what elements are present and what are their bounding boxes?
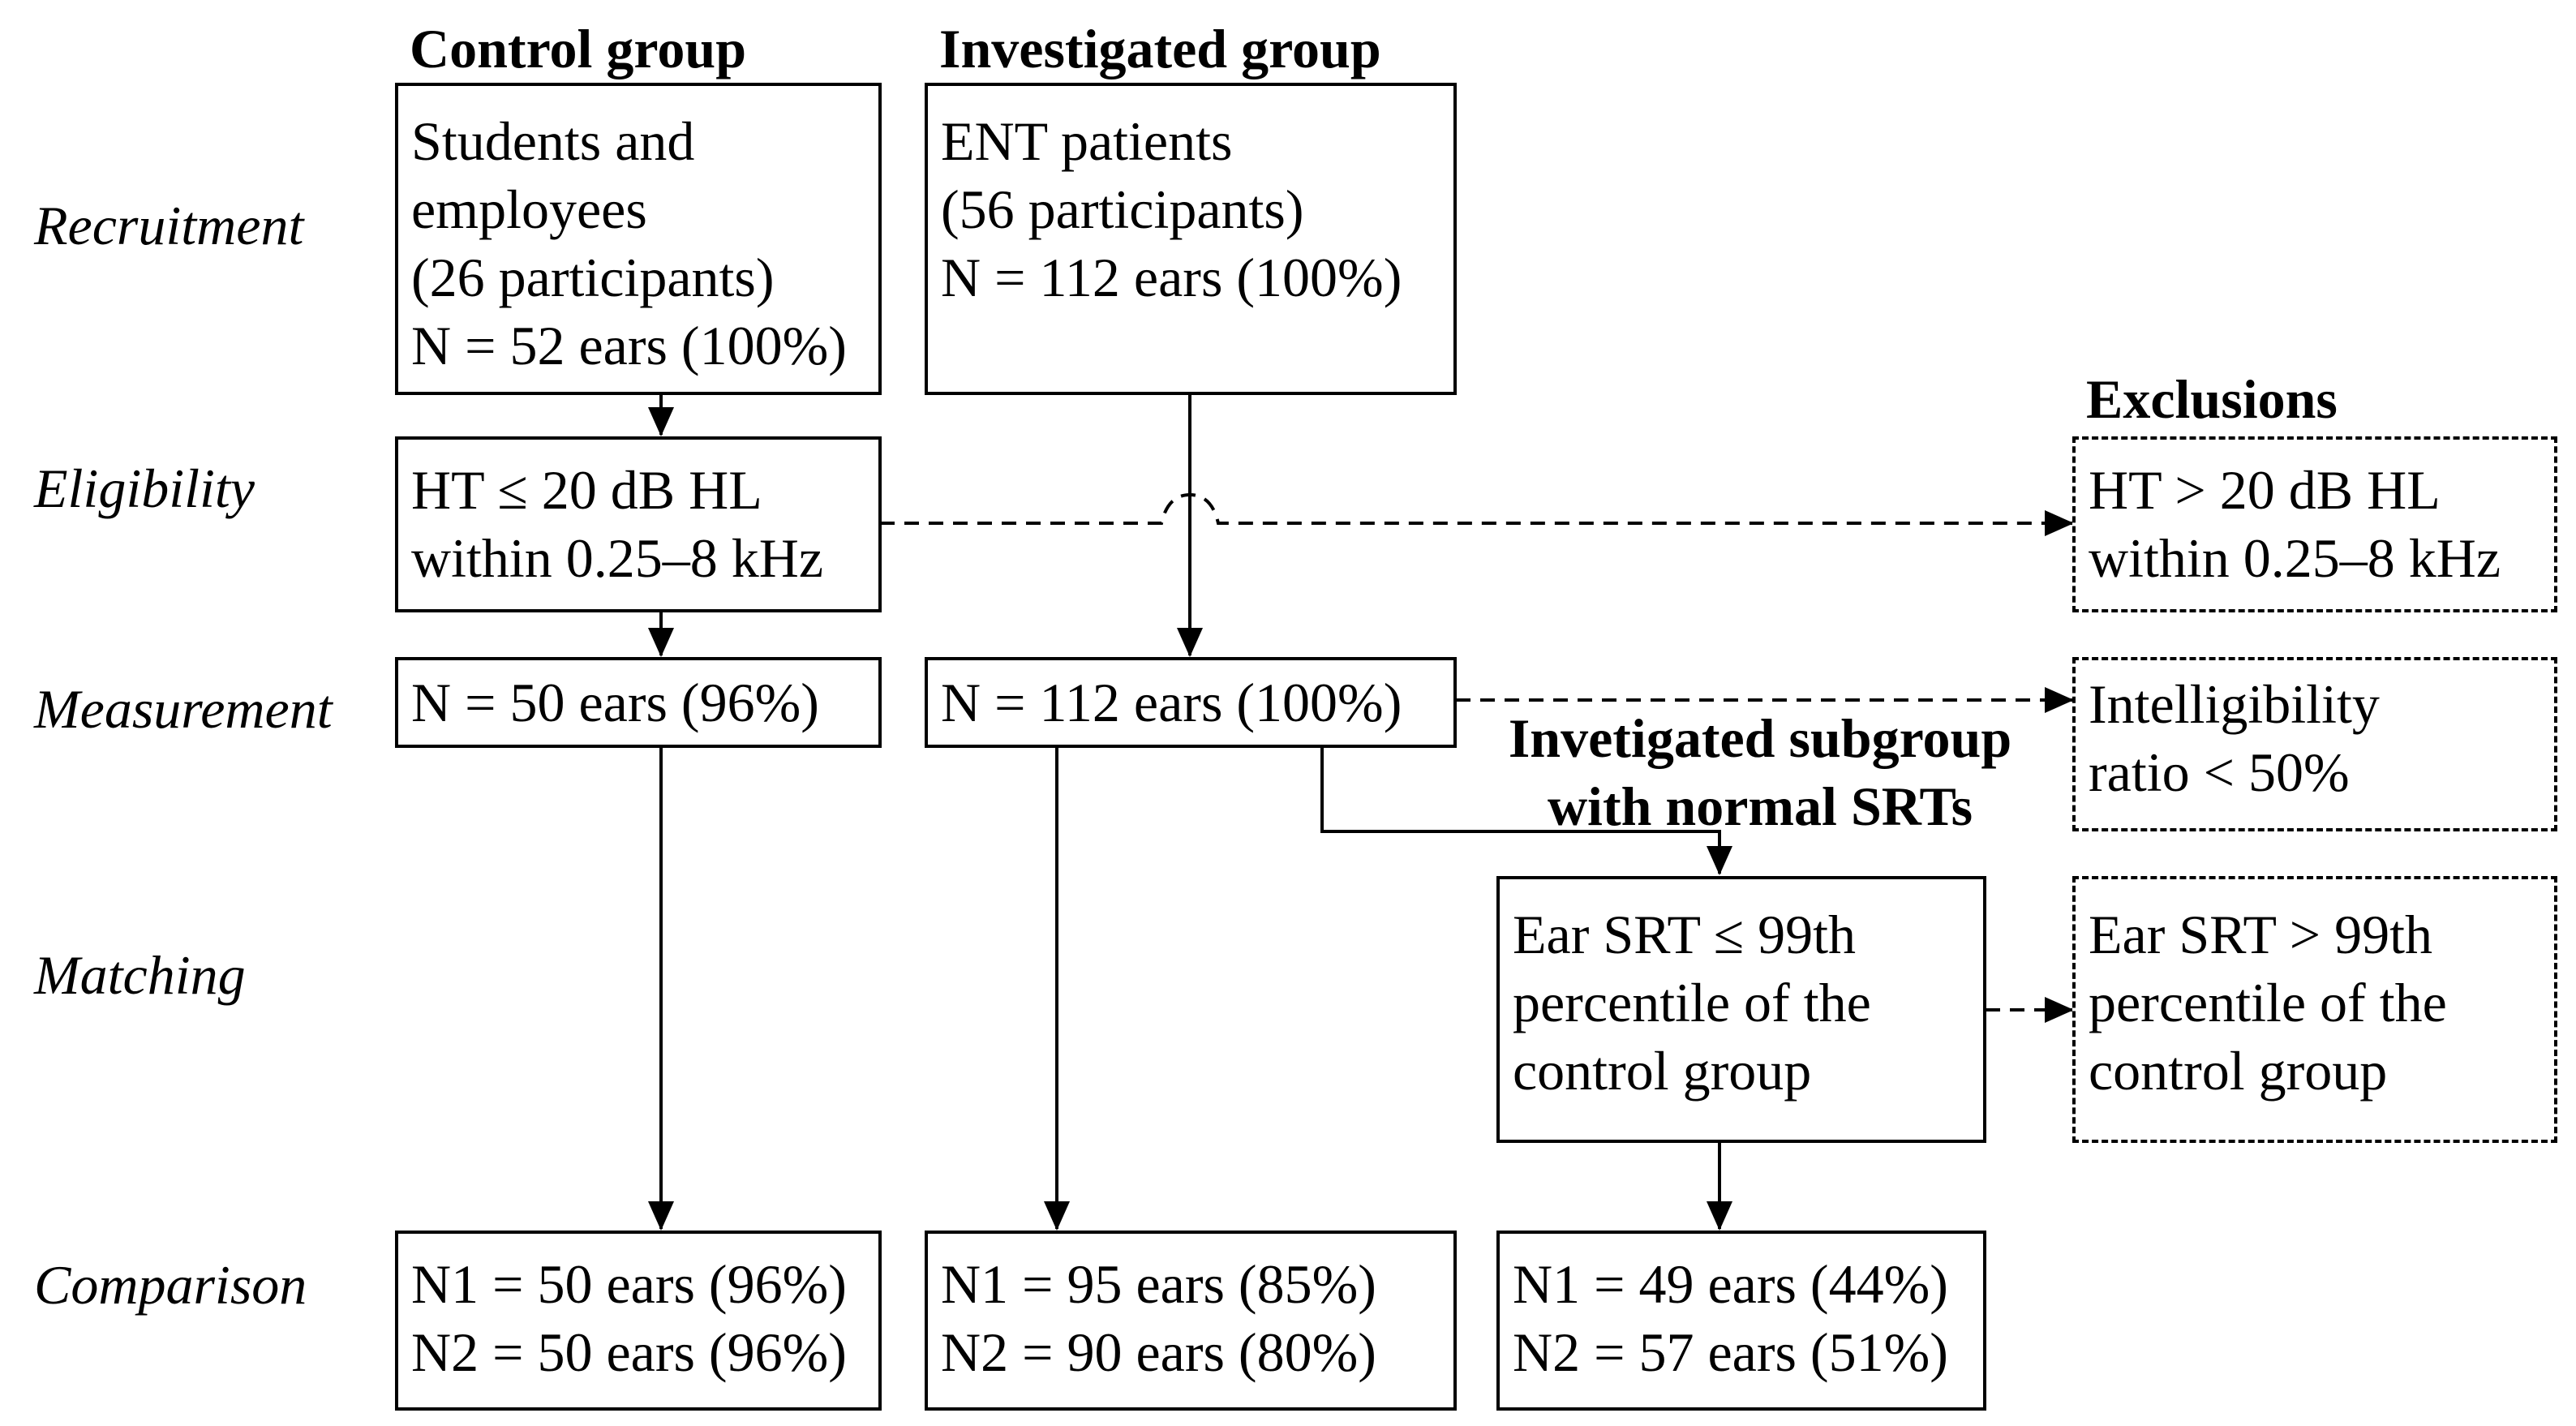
box-line: Intelligibility xyxy=(2089,673,2380,735)
box-line: N1 = 50 ears (96%) xyxy=(411,1253,847,1315)
box-line: control group xyxy=(1513,1040,1812,1102)
box-line: within 0.25–8 kHz xyxy=(2089,527,2501,589)
box-exclusion-eligibility: HT > 20 dB HL within 0.25–8 kHz xyxy=(2072,436,2557,612)
box-control-comparison: N1 = 50 ears (96%) N2 = 50 ears (96%) xyxy=(395,1231,882,1411)
box-line: N1 = 95 ears (85%) xyxy=(941,1253,1376,1315)
box-line: ratio < 50% xyxy=(2089,741,2350,803)
box-subgroup-matching: Ear SRT ≤ 99th percentile of the control… xyxy=(1496,876,1986,1143)
box-line: N = 112 ears (100%) xyxy=(941,672,1402,733)
stage-recruitment: Recruitment xyxy=(34,195,304,256)
stage-eligibility: Eligibility xyxy=(34,457,255,519)
header-control-group: Control group xyxy=(410,18,747,79)
box-line: Ear SRT > 99th xyxy=(2089,904,2433,965)
box-line: N = 50 ears (96%) xyxy=(411,672,819,733)
box-line: (26 participants) xyxy=(411,247,775,308)
header-exclusions: Exclusions xyxy=(2086,368,2338,430)
box-line: N = 52 ears (100%) xyxy=(411,315,847,376)
box-exclusion-matching: Ear SRT > 99th percentile of the control… xyxy=(2072,876,2557,1143)
box-investigated-recruitment: ENT patients (56 participants) N = 112 e… xyxy=(925,83,1457,395)
stage-comparison: Comparison xyxy=(34,1254,307,1316)
box-line: employees xyxy=(411,178,647,240)
arrow-invest-meas-subgroup xyxy=(1320,746,1732,875)
header-investigated-group: Investigated group xyxy=(939,18,1381,79)
arrow-elig-exclusion xyxy=(880,492,2074,536)
box-line: percentile of the xyxy=(1513,972,1871,1033)
header-subgroup: Invetigated subgroup with normal SRTs xyxy=(1488,704,2032,840)
box-line: Ear SRT ≤ 99th xyxy=(1513,904,1856,965)
box-investigated-measurement: N = 112 ears (100%) xyxy=(925,657,1457,748)
stage-measurement: Measurement xyxy=(34,678,333,740)
stage-matching: Matching xyxy=(34,944,246,1006)
box-line: N2 = 57 ears (51%) xyxy=(1513,1321,1948,1383)
box-line: N = 112 ears (100%) xyxy=(941,247,1402,308)
box-control-measurement: N = 50 ears (96%) xyxy=(395,657,882,748)
box-line: N2 = 90 ears (80%) xyxy=(941,1321,1376,1383)
box-investigated-comparison: N1 = 95 ears (85%) N2 = 90 ears (80%) xyxy=(925,1231,1457,1411)
header-subgroup-line2: with normal SRTs xyxy=(1547,775,1973,837)
box-control-eligibility: HT ≤ 20 dB HL within 0.25–8 kHz xyxy=(395,436,882,612)
box-line: N1 = 49 ears (44%) xyxy=(1513,1253,1948,1315)
box-control-recruitment: Students and employees (26 participants)… xyxy=(395,83,882,395)
box-line: ENT patients xyxy=(941,110,1233,172)
box-line: Students and xyxy=(411,110,695,172)
header-subgroup-line1: Invetigated subgroup xyxy=(1508,707,2012,769)
box-subgroup-comparison: N1 = 49 ears (44%) N2 = 57 ears (51%) xyxy=(1496,1231,1986,1411)
box-line: HT > 20 dB HL xyxy=(2089,459,2441,521)
box-line: within 0.25–8 kHz xyxy=(411,527,824,589)
box-exclusion-measurement: Intelligibility ratio < 50% xyxy=(2072,657,2557,831)
box-line: (56 participants) xyxy=(941,178,1304,240)
box-line: N2 = 50 ears (96%) xyxy=(411,1321,847,1383)
box-line: percentile of the xyxy=(2089,972,2447,1033)
box-line: control group xyxy=(2089,1040,2388,1102)
box-line: HT ≤ 20 dB HL xyxy=(411,459,762,521)
